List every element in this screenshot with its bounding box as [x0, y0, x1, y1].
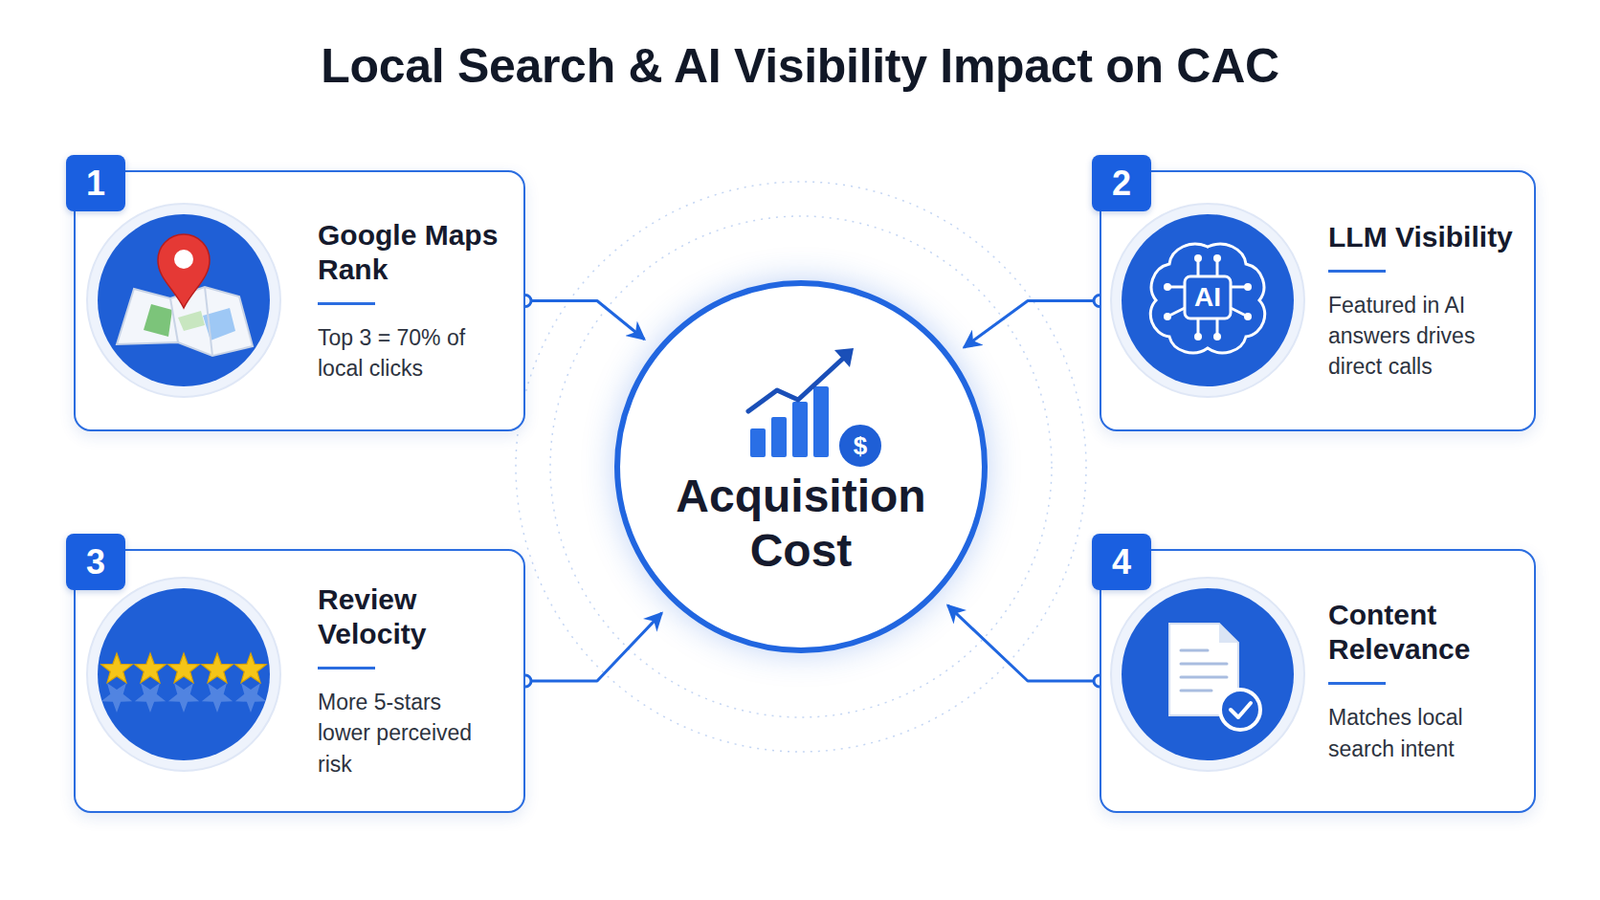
icon-label: $	[853, 431, 867, 462]
card-text: Review VelocityMore 5-stars lower percei…	[317, 582, 514, 780]
callout-badge: 3	[66, 533, 126, 591]
heading-rule	[317, 302, 376, 306]
callout-number: 1	[86, 163, 106, 204]
card-heading: LLM Visibility	[1328, 220, 1525, 255]
callout-number: 2	[1111, 163, 1132, 204]
connector-arrow	[525, 613, 663, 682]
connector-arrow	[963, 301, 1100, 349]
factor-card: Review VelocityMore 5-stars lower percei…	[73, 549, 526, 814]
icon-label: AI	[1194, 282, 1222, 313]
title: Local Search & AI Visibility Impact on C…	[0, 38, 1600, 94]
callout-badge: 4	[1091, 533, 1152, 591]
heading-rule	[1328, 269, 1386, 273]
heading-rule	[1328, 682, 1386, 686]
connector-arrow	[525, 301, 645, 340]
card-text: Content RelevanceMatches local search in…	[1328, 598, 1525, 764]
dotted-rings	[515, 181, 1087, 753]
card-description: More 5-stars lower perceived risk	[317, 687, 490, 780]
callout-number: 4	[1111, 542, 1132, 583]
factor-card: Content RelevanceMatches local search in…	[1099, 549, 1536, 814]
connector-arrow	[947, 605, 1100, 682]
hub-label: Acquisition Cost	[662, 469, 940, 578]
card-text: Google Maps RankTop 3 = 70% of local cli…	[317, 218, 514, 384]
dotted-rings	[515, 181, 1087, 753]
card-text: LLM VisibilityFeatured in AI answers dri…	[1328, 220, 1525, 383]
callout-number: 3	[86, 542, 106, 583]
card-heading: Content Relevance	[1328, 598, 1525, 667]
card-description: Top 3 = 70% of local clicks	[317, 322, 490, 384]
dotted-rings	[550, 216, 1052, 718]
card-heading: Review Velocity	[317, 582, 514, 652]
factor-card: LLM VisibilityFeatured in AI answers dri…	[1099, 170, 1536, 432]
callout-badge: 1	[66, 155, 126, 212]
hub-circle: Acquisition Cost	[614, 280, 988, 654]
factor-card: Google Maps RankTop 3 = 70% of local cli…	[73, 170, 526, 432]
card-description: Matches local search intent	[1328, 702, 1501, 764]
card-heading: Google Maps Rank	[317, 218, 514, 288]
callout-badge: 2	[1091, 155, 1152, 212]
heading-rule	[317, 666, 376, 670]
card-description: Featured in AI answers drives direct cal…	[1328, 289, 1501, 383]
